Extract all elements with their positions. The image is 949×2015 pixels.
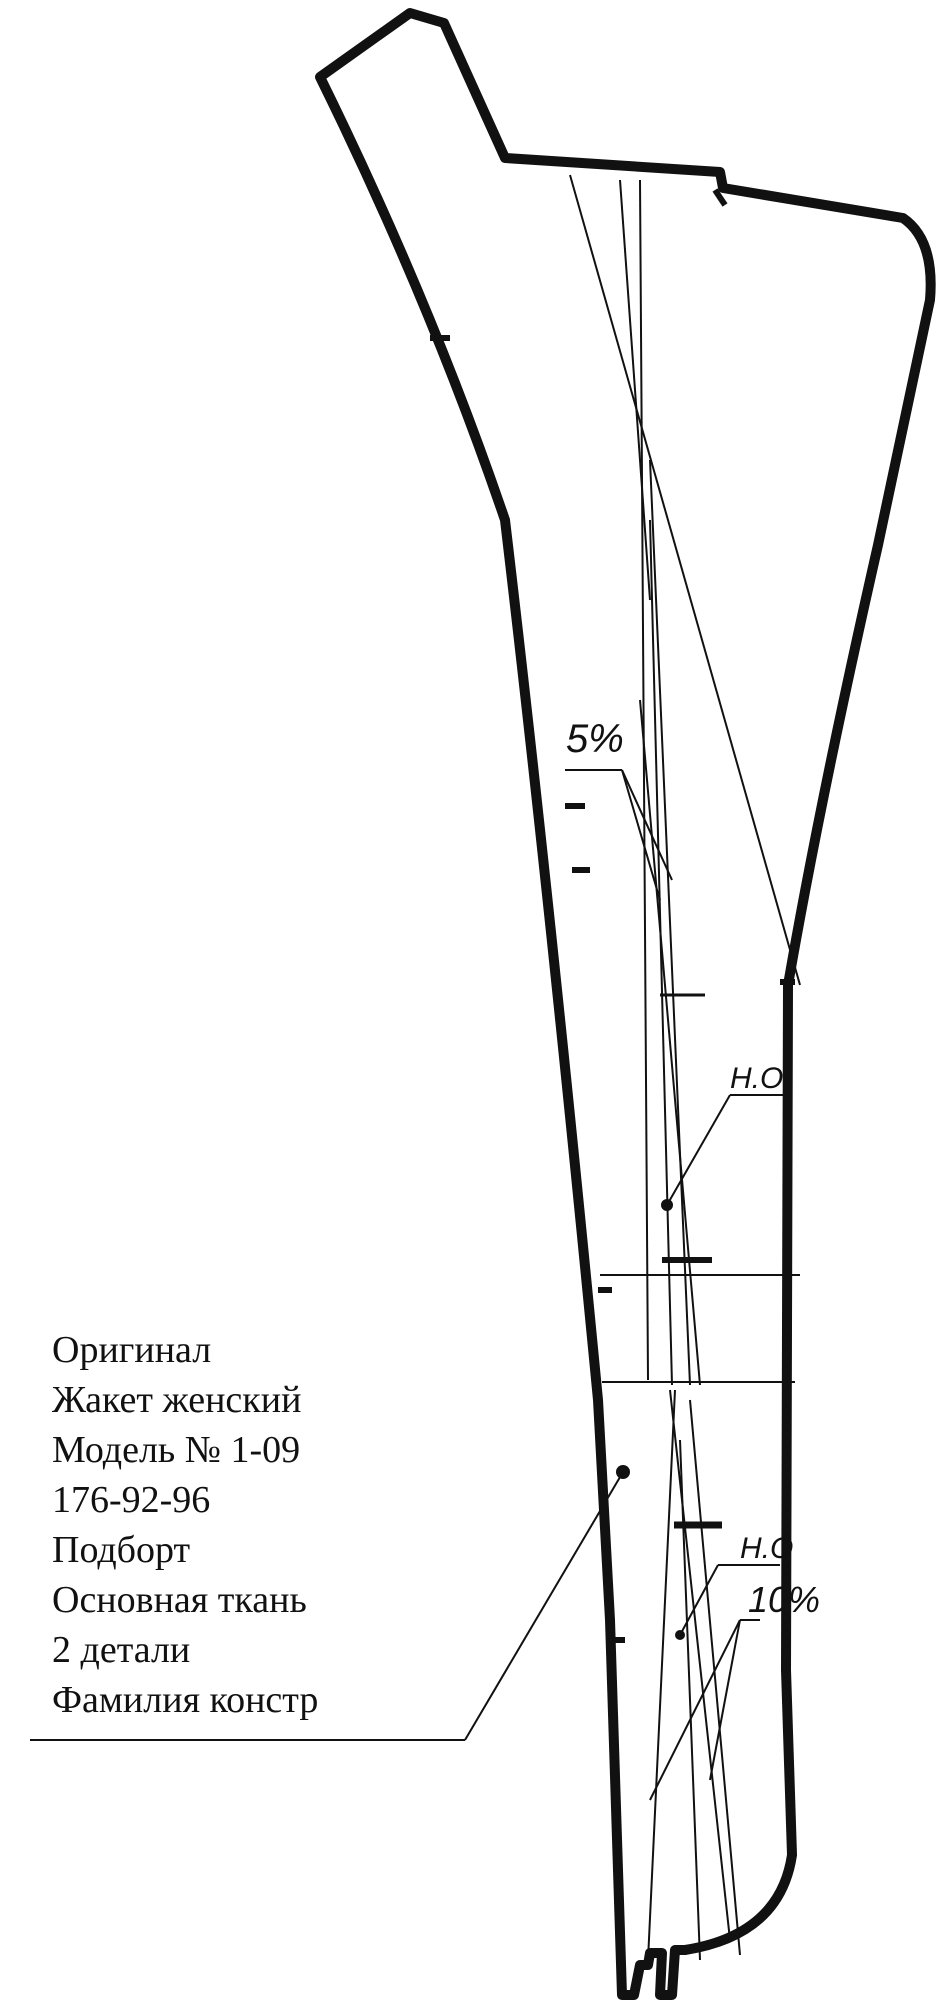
leader-lines: [30, 769, 790, 1801]
label-line-original: Оригинал: [52, 1329, 212, 1371]
label-line-author: Фамилия констр: [52, 1679, 319, 1721]
label-line-quantity: 2 детали: [52, 1629, 191, 1671]
grain-label-bottom: Н.О: [740, 1532, 793, 1565]
label-line-garment: Жакет женский: [52, 1379, 302, 1421]
notch-marks: [430, 188, 795, 1643]
grain-label-top: Н.О: [730, 1062, 783, 1095]
facing-outline: [315, 8, 936, 2000]
label-line-piece-name: Подборт: [52, 1529, 191, 1571]
label-line-fabric: Основная ткань: [52, 1579, 307, 1621]
label-line-model: Модель № 1-09: [52, 1429, 301, 1471]
label-line-size: 176-92-96: [52, 1479, 211, 1521]
stretch-label-top: 5%: [566, 717, 624, 761]
piece-label-block: Оригинал Жакет женский Модель № 1-09 176…: [52, 1325, 318, 1725]
stretch-label-bottom: 10%: [748, 1579, 820, 1620]
balance-marks: [660, 993, 722, 1529]
